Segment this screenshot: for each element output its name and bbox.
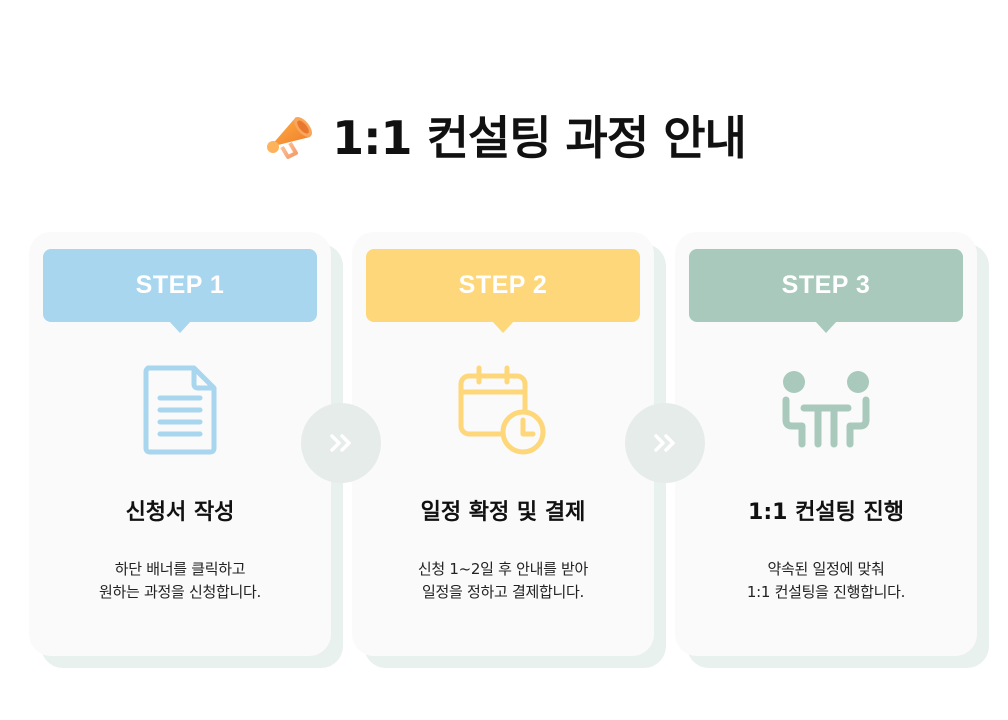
- step-banner-3: STEP 3: [689, 249, 963, 333]
- card-body: STEP 1 신청서 작성 하단 배너를 클릭하고 원하는 과정을 신청합니다.: [29, 232, 331, 656]
- step-card-2: STEP 2 일정 확정 및 결제 신청 1~2일 후 안내를 받아 일정을 정…: [352, 232, 666, 668]
- document-icon: [130, 360, 230, 460]
- step-banner-2: STEP 2: [366, 249, 640, 333]
- banner-notch: [815, 321, 837, 333]
- step-title: 신청서 작성: [125, 500, 235, 525]
- step-banner-1: STEP 1: [43, 249, 317, 333]
- meeting-icon: [776, 360, 876, 460]
- step-card-3: STEP 3 1:1 컨설팅 진행 약속된 일정에 맞춰 1:1 컨설팅을 진행…: [675, 232, 989, 668]
- step-card-1: STEP 1 신청서 작성 하단 배너를 클릭하고 원하는 과정을 신청합니다.: [29, 232, 343, 668]
- description-line: 하단 배너를 클릭하고: [114, 560, 246, 578]
- double-chevron-right-icon: [654, 434, 675, 452]
- double-chevron-right-icon: [330, 434, 351, 452]
- banner-notch: [169, 321, 191, 333]
- description-line: 신청 1~2일 후 안내를 받아: [417, 560, 589, 578]
- card-body: STEP 3 1:1 컨설팅 진행 약속된 일정에 맞춰 1:1 컨설팅을 진행…: [675, 232, 977, 656]
- page-header: 1:1 컨설팅 과정 안내: [0, 100, 1008, 170]
- step-label: STEP 2: [458, 271, 548, 299]
- description-line: 일정을 정하고 결제합니다.: [422, 583, 584, 601]
- megaphone-icon: [262, 107, 318, 163]
- step-description: 신청 1~2일 후 안내를 받아 일정을 정하고 결제합니다.: [352, 558, 654, 604]
- description-line: 1:1 컨설팅을 진행합니다.: [746, 583, 906, 601]
- step-label: STEP 1: [135, 271, 225, 299]
- next-step-arrow-1: [301, 403, 381, 483]
- step-description: 하단 배너를 클릭하고 원하는 과정을 신청합니다.: [29, 558, 331, 604]
- next-step-arrow-2: [625, 403, 705, 483]
- step-title: 1:1 컨설팅 진행: [748, 500, 904, 525]
- page-title: 1:1 컨설팅 과정 안내: [332, 111, 747, 165]
- step-label: STEP 3: [781, 271, 871, 299]
- card-body: STEP 2 일정 확정 및 결제 신청 1~2일 후 안내를 받아 일정을 정…: [352, 232, 654, 656]
- description-line: 원하는 과정을 신청합니다.: [99, 583, 261, 601]
- step-description: 약속된 일정에 맞춰 1:1 컨설팅을 진행합니다.: [675, 558, 977, 604]
- banner-notch: [492, 321, 514, 333]
- description-line: 약속된 일정에 맞춰: [767, 560, 885, 578]
- step-title: 일정 확정 및 결제: [420, 500, 586, 525]
- calendar-clock-icon: [453, 360, 553, 460]
